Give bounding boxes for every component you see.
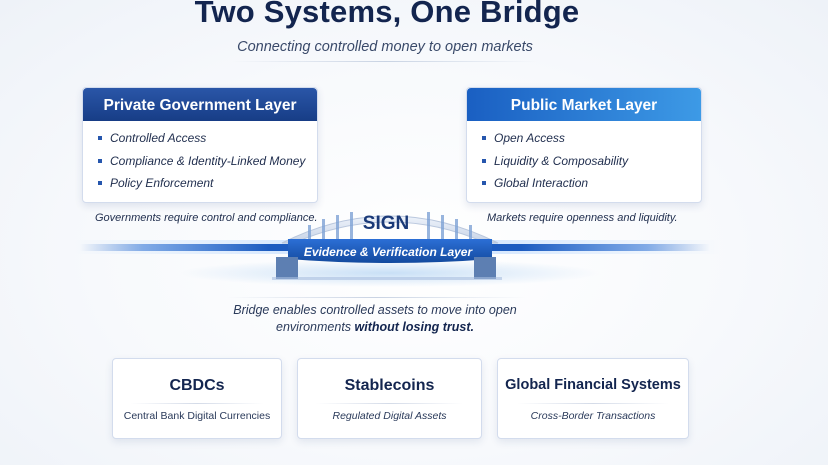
private-layer-title: Private Government Layer (83, 88, 317, 121)
system-description: Cross-Border Transactions (530, 410, 656, 422)
private-layer-list: Controlled Access Compliance & Identity-… (83, 121, 317, 197)
list-item-label: Compliance & Identity-Linked Money (110, 153, 306, 168)
system-divider (316, 403, 463, 404)
sign-label: SIGN (362, 213, 410, 234)
caption-divider (226, 297, 526, 298)
bridge-pier-right (474, 257, 496, 279)
system-title: Global Financial Systems (505, 377, 681, 393)
bullet-icon (98, 158, 102, 163)
bridge-caption: Bridge enables controlled assets to move… (210, 302, 540, 336)
public-layer-title: Public Market Layer (467, 88, 701, 121)
evidence-layer-label: Evidence & Verification Layer (303, 245, 473, 259)
caption-line-2: environments without losing trust. (210, 319, 540, 336)
list-item: Global Interaction (482, 174, 701, 197)
system-description: Regulated Digital Assets (332, 410, 447, 422)
list-item: Open Access (482, 129, 701, 152)
system-title: Stablecoins (344, 377, 435, 394)
system-divider (517, 403, 669, 404)
pier-base (272, 277, 502, 280)
bridge-pier-left (276, 257, 298, 279)
list-item-label: Liquidity & Composability (494, 153, 629, 168)
bullet-icon (482, 181, 486, 185)
caption-emphasis: without losing trust. (354, 320, 474, 334)
water-reflection (180, 259, 600, 287)
bullet-icon (482, 158, 486, 163)
list-item-label: Controlled Access (110, 131, 207, 145)
bridge-deck (288, 239, 492, 263)
list-item: Compliance & Identity-Linked Money (98, 152, 317, 175)
list-item: Liquidity & Composability (482, 152, 701, 175)
list-item-label: Global Interaction (494, 176, 589, 190)
page-title: Two Systems, One Bridge (194, 0, 580, 29)
bridge-railing (308, 212, 472, 241)
public-market-layer-card: Public Market Layer Open Access Liquidit… (466, 87, 702, 203)
private-government-layer-card: Private Government Layer Controlled Acce… (82, 87, 318, 203)
system-card-stablecoins: Stablecoins Regulated Digital Assets (297, 358, 482, 439)
private-layer-note: Governments require control and complian… (95, 212, 318, 224)
list-item: Controlled Access (98, 129, 317, 152)
caption-prefix: environments (276, 320, 355, 334)
caption-line-1: Bridge enables controlled assets to move… (233, 303, 517, 317)
system-card-cbdcs: CBDCs Central Bank Digital Currencies (112, 358, 282, 439)
system-description: Central Bank Digital Currencies (123, 410, 271, 422)
page-subtitle: Connecting controlled money to open mark… (237, 39, 533, 55)
subtitle-divider (232, 61, 538, 62)
list-item-label: Policy Enforcement (110, 176, 214, 190)
bullet-icon (98, 136, 102, 140)
bridge-illustration (70, 212, 720, 287)
bullet-icon (482, 136, 486, 140)
list-item: Policy Enforcement (98, 174, 317, 197)
system-title: CBDCs (169, 377, 225, 394)
system-divider (129, 403, 265, 404)
public-layer-list: Open Access Liquidity & Composability Gl… (467, 121, 701, 197)
public-layer-note: Markets require openness and liquidity. (487, 212, 678, 224)
system-card-global-financial-systems: Global Financial Systems Cross-Border Tr… (497, 358, 689, 439)
bullet-icon (98, 181, 102, 185)
list-item-label: Open Access (494, 131, 565, 145)
